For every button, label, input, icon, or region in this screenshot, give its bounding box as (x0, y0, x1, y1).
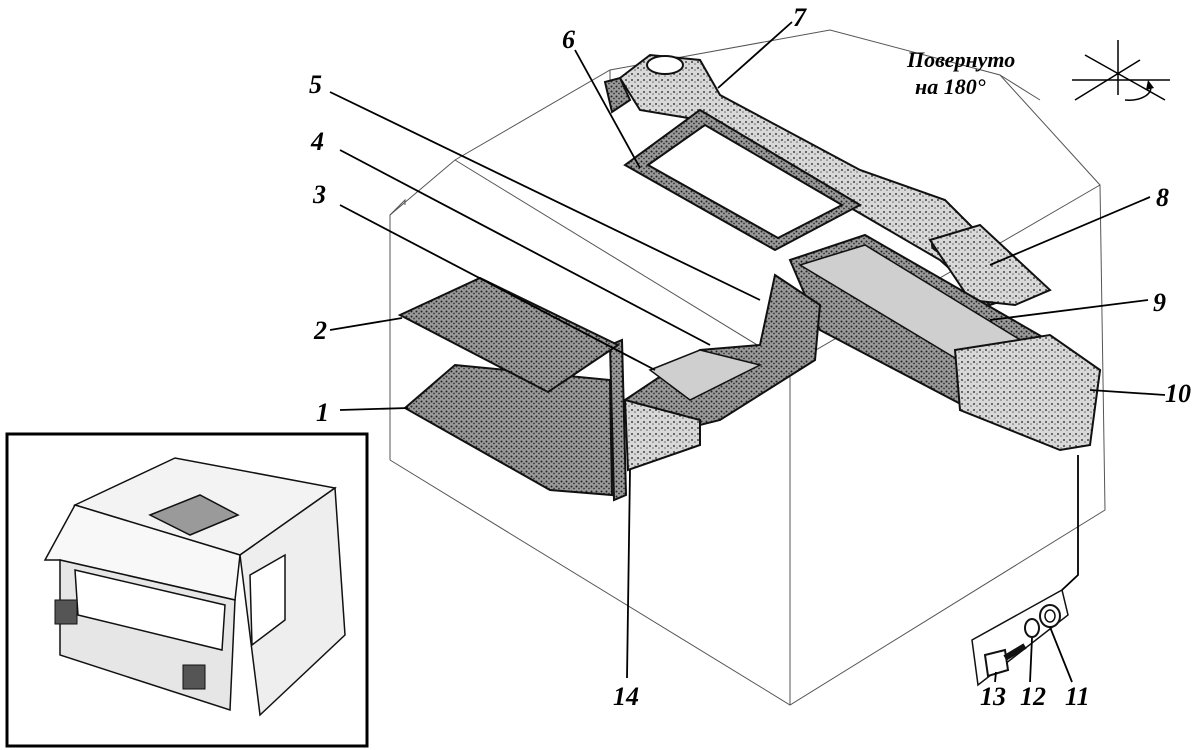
callout-2: 2 (313, 316, 327, 345)
callout-6: 6 (562, 25, 575, 54)
part-6-hatch-frame (623, 108, 863, 252)
part-14-post (608, 338, 701, 502)
rotation-note-line1: Повернуто (906, 47, 1015, 72)
callout-12: 12 (1020, 682, 1046, 711)
inset-cabin-view (5, 432, 369, 748)
callout-11: 11 (1065, 682, 1090, 711)
leader-lines (329, 21, 1166, 683)
rotation-symbol-icon (1072, 40, 1170, 101)
callout-13: 13 (980, 682, 1006, 711)
rotation-note-line2: на 180° (915, 74, 986, 99)
part-2-shelf (397, 276, 621, 394)
part-10-end-box (953, 333, 1102, 452)
callout-9: 9 (1153, 288, 1166, 317)
fastener-group (971, 455, 1079, 687)
callout-5: 5 (309, 70, 322, 99)
callout-3: 3 (312, 180, 326, 209)
callout-10: 10 (1165, 379, 1191, 408)
callout-7: 7 (793, 3, 807, 32)
part-1-floor-plate (403, 363, 614, 497)
callout-4: 4 (310, 127, 324, 156)
callout-8: 8 (1156, 183, 1169, 212)
callout-1: 1 (316, 398, 329, 427)
callout-14: 14 (613, 682, 639, 711)
